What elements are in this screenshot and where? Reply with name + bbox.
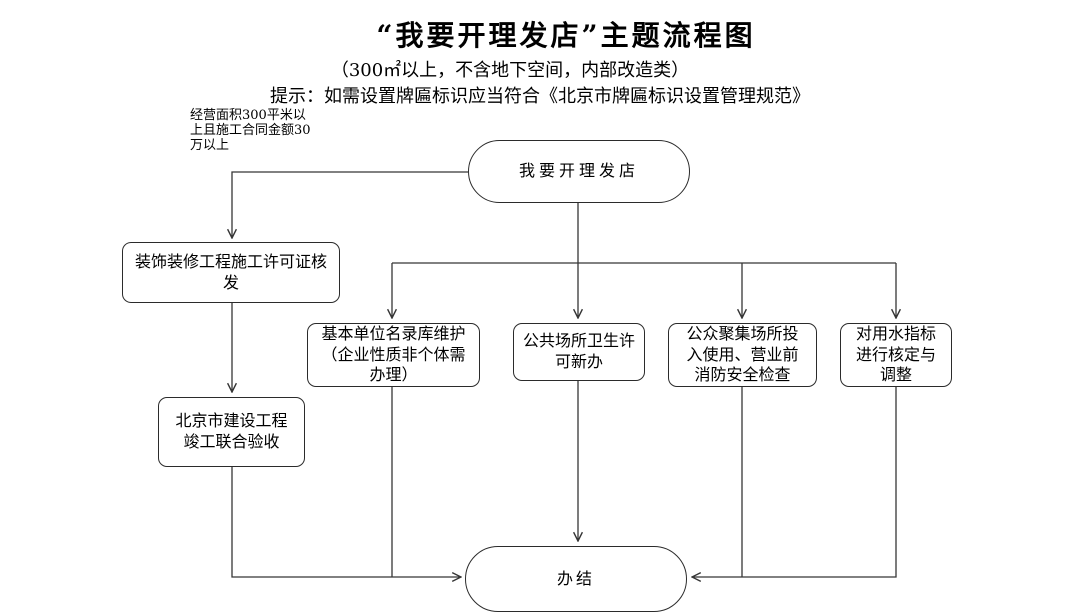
condition-annotation: 经营面积300平米以 上且施工合同金额30 万以上 bbox=[190, 108, 311, 153]
flow-node-start: 我要开理发店 bbox=[468, 140, 690, 203]
flow-node-hygiene-license: 公共场所卫生许 可新办 bbox=[513, 323, 645, 381]
flow-node-end: 办结 bbox=[465, 546, 687, 612]
page-subtitle: （300㎡以上，不含地下空间，内部改造类） bbox=[330, 60, 690, 81]
flow-node-unit-registry: 基本单位名录库维护 （企业性质非个体需 办理） bbox=[307, 323, 480, 387]
edge-acceptance-to-end bbox=[231, 467, 461, 577]
flow-node-water-quota: 对用水指标 进行核定与 调整 bbox=[840, 323, 952, 387]
flow-node-joint-acceptance: 北京市建设工程 竣工联合验收 bbox=[158, 397, 305, 467]
page-title: “我要开理发店”主题流程图 bbox=[376, 19, 756, 52]
edge-water-to-end bbox=[692, 387, 897, 577]
flow-node-decoration-permit: 装饰装修工程施工许可证核 发 bbox=[122, 242, 340, 303]
flow-node-fire-safety-check: 公众聚集场所投 入使用、营业前 消防安全检查 bbox=[668, 323, 817, 387]
page-note: 提示：如需设置牌匾标识应当符合《北京市牌匾标识设置管理规范》 bbox=[270, 86, 810, 107]
edge-start-to-permit bbox=[232, 171, 468, 238]
